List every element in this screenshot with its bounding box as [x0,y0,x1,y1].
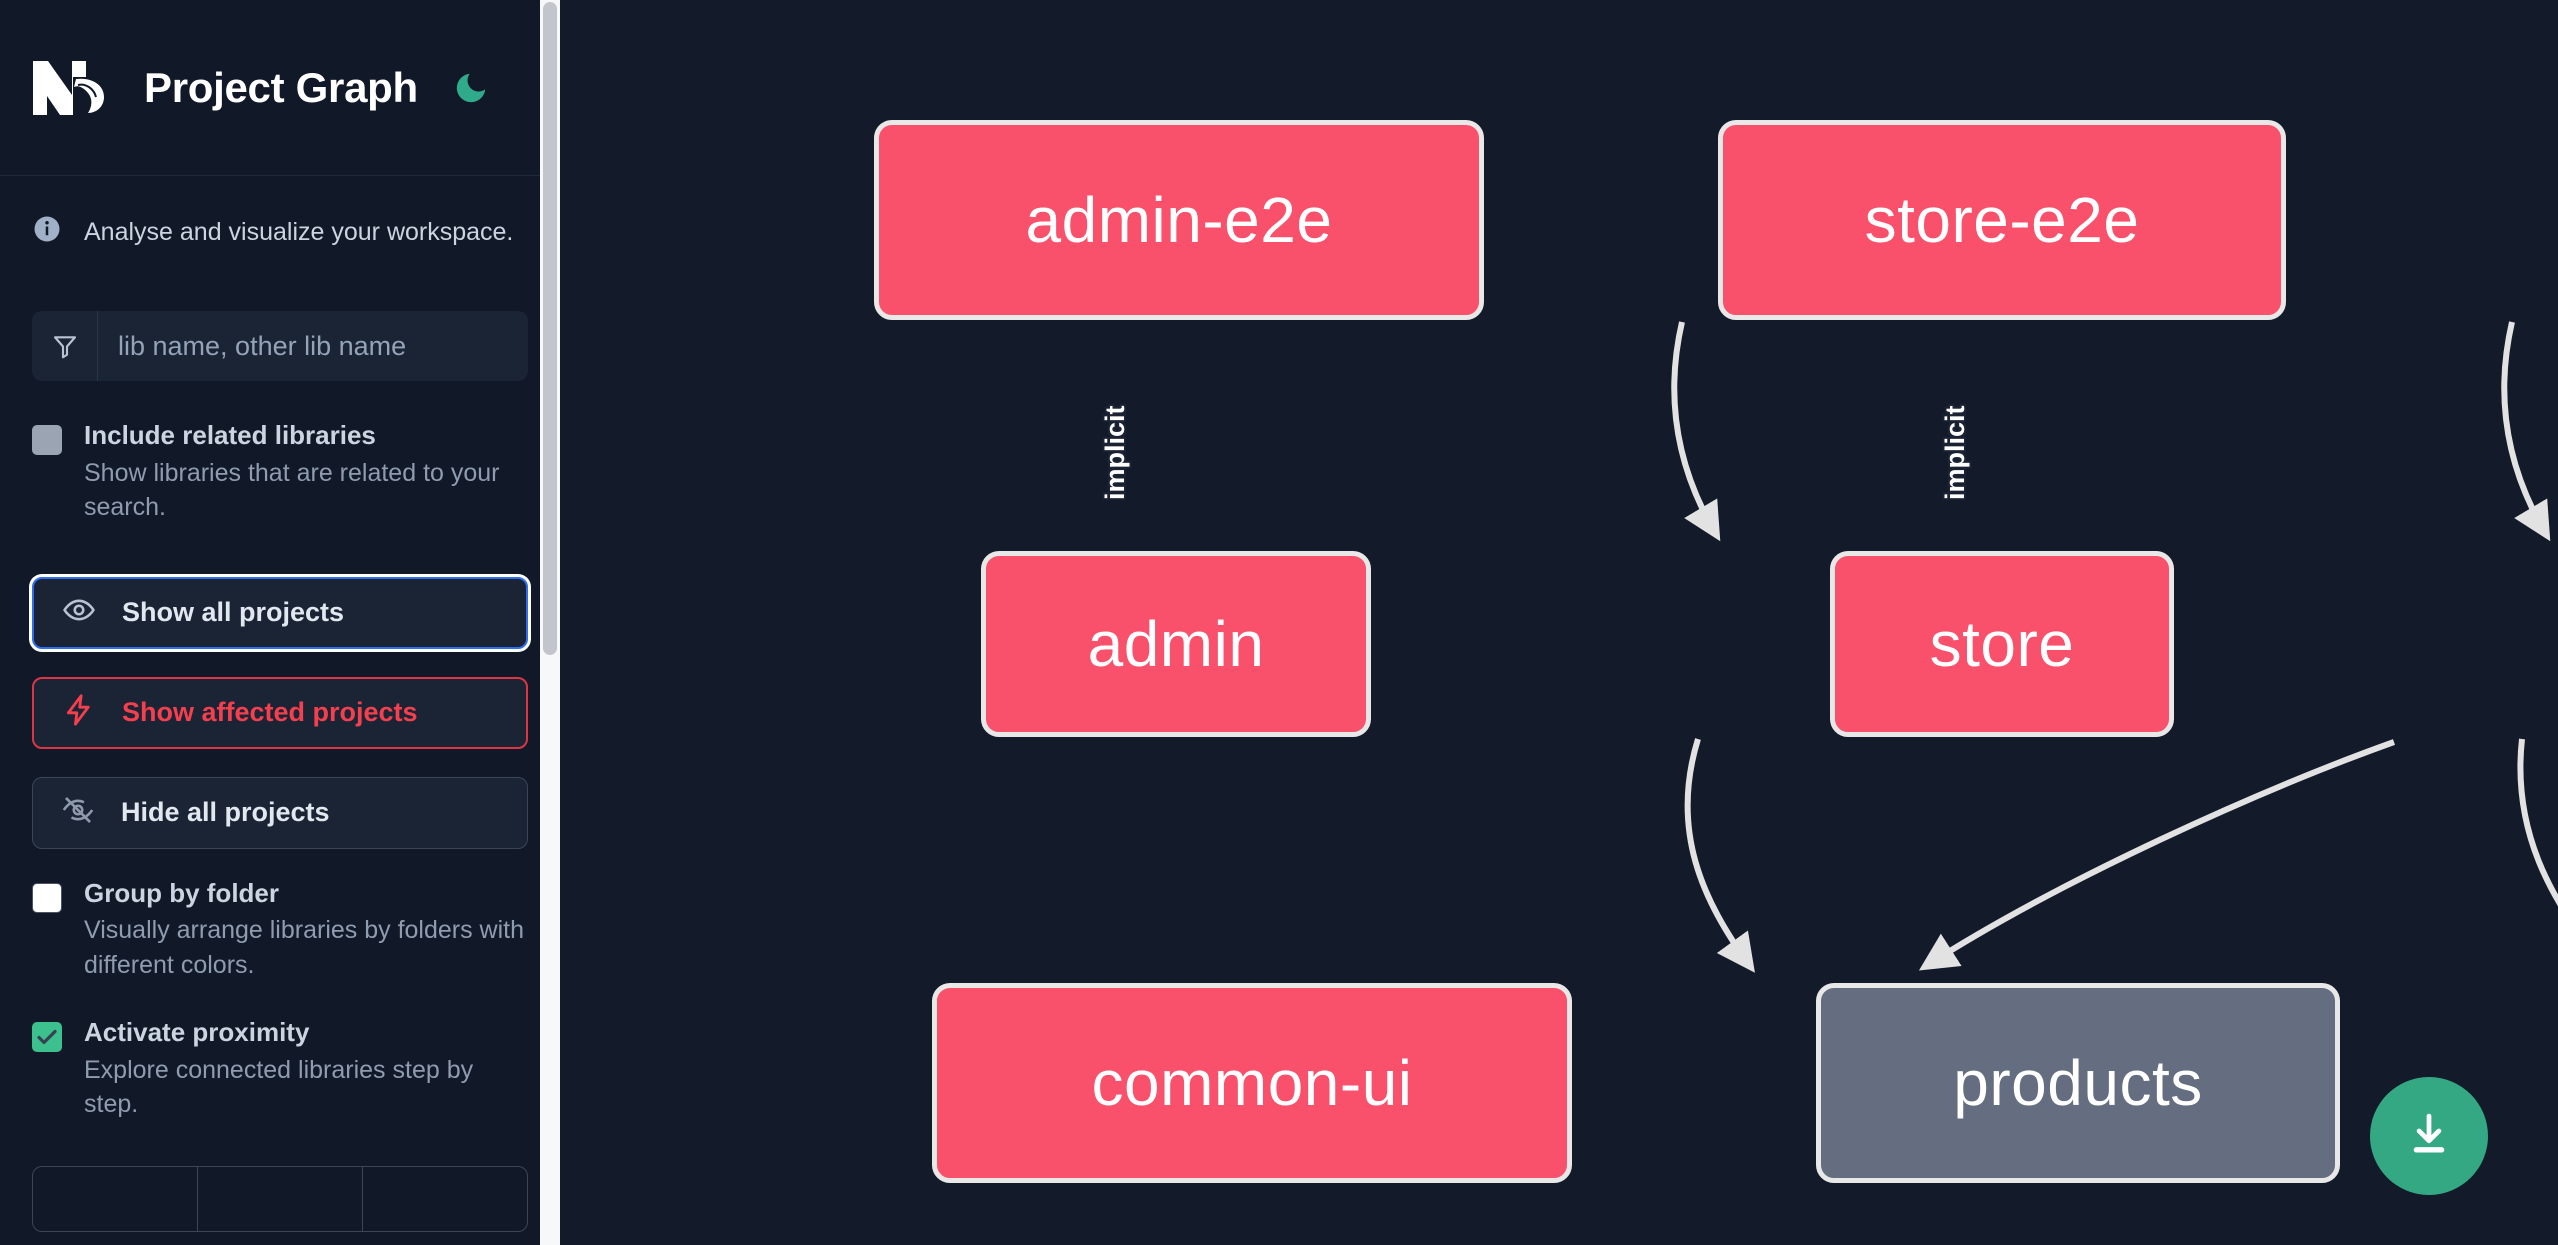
graph-node-admin-e2e[interactable]: admin-e2e [874,120,1484,320]
graph-node-admin-label: admin [1087,608,1265,680]
moon-icon[interactable] [448,65,494,111]
nx-logo-icon [30,57,112,119]
workspace-note: Analyse and visualize your workspace. [0,176,560,249]
graph-node-products[interactable]: products [1816,983,2340,1183]
checkbox-activate-proximity-box[interactable] [32,1022,62,1052]
show-affected-projects-button[interactable]: Show affected projects [32,676,528,749]
search-field[interactable] [32,311,528,381]
project-visibility-buttons: Show all projects Show affected projects [0,576,560,849]
checkbox-group-by-folder-label: Group by folder [84,877,279,908]
graph-node-products-label: products [1953,1047,2203,1119]
graph-node-admin[interactable]: admin [981,551,1371,737]
segment-2[interactable] [198,1166,363,1231]
checkbox-group-by-folder-desc: Visually arrange libraries by folders wi… [84,916,525,979]
show-all-projects-button[interactable]: Show all projects [32,576,528,649]
show-affected-projects-label: Show affected projects [122,697,418,727]
edge-admin-e2e-admin [1671,321,1721,542]
project-graph-canvas[interactable]: admin-e2e store-e2e admin store common-u… [560,0,2558,1245]
checkbox-activate-proximity-label: Activate proximity [84,1017,310,1047]
lightning-bolt-icon [62,693,96,732]
sidebar-scrollbar[interactable] [540,0,560,1245]
eye-off-icon [61,793,95,832]
graph-edges [1671,321,2558,973]
info-icon [32,214,62,249]
search-input[interactable] [98,311,528,381]
eye-icon [62,593,96,632]
hide-all-projects-label: Hide all projects [121,797,330,827]
page-title: Project Graph [144,63,418,111]
graph-node-common-ui[interactable]: common-ui [932,983,1572,1183]
checkbox-include-related-libraries[interactable]: Include related libraries Show libraries… [0,419,560,525]
checkbox-include-related-libraries-box[interactable] [32,425,62,455]
checkbox-activate-proximity-desc: Explore connected libraries step by step… [84,1055,474,1119]
sidebar-header: Project Graph [0,0,560,176]
download-graph-button[interactable] [2370,1077,2488,1195]
graph-node-store-label: store [1929,608,2075,680]
check-icon [37,1029,57,1045]
sidebar-scrollbar-thumb[interactable] [543,2,557,655]
graph-node-common-ui-label: common-ui [1091,1047,1413,1119]
graph-node-store-e2e[interactable]: store-e2e [1718,120,2286,320]
checkbox-group-by-folder-box[interactable] [32,882,62,913]
graph-node-store[interactable]: store [1830,551,2174,737]
graph-node-admin-e2e-label: admin-e2e [1025,184,1333,256]
show-all-projects-label: Show all projects [122,597,345,627]
segment-1[interactable] [33,1166,198,1231]
workspace-note-text: Analyse and visualize your workspace. [84,217,514,246]
sidebar: Project Graph Analyse and visualize yo [0,0,560,1245]
segment-3[interactable] [363,1167,527,1231]
filter-funnel-icon [32,311,98,381]
checkbox-include-related-libraries-desc: Show libraries that are related to your … [84,458,500,522]
checkbox-activate-proximity[interactable]: Activate proximity Explore connected lib… [0,1016,560,1122]
proximity-segmented-control[interactable] [32,1165,528,1232]
graph-node-store-e2e-label: store-e2e [1864,184,2140,256]
checkbox-include-related-libraries-label: Include related libraries [84,420,376,450]
download-icon [2402,1108,2456,1165]
hide-all-projects-button[interactable]: Hide all projects [32,776,528,849]
checkbox-group-by-folder[interactable]: Group by folder Visually arrange librari… [0,877,560,983]
